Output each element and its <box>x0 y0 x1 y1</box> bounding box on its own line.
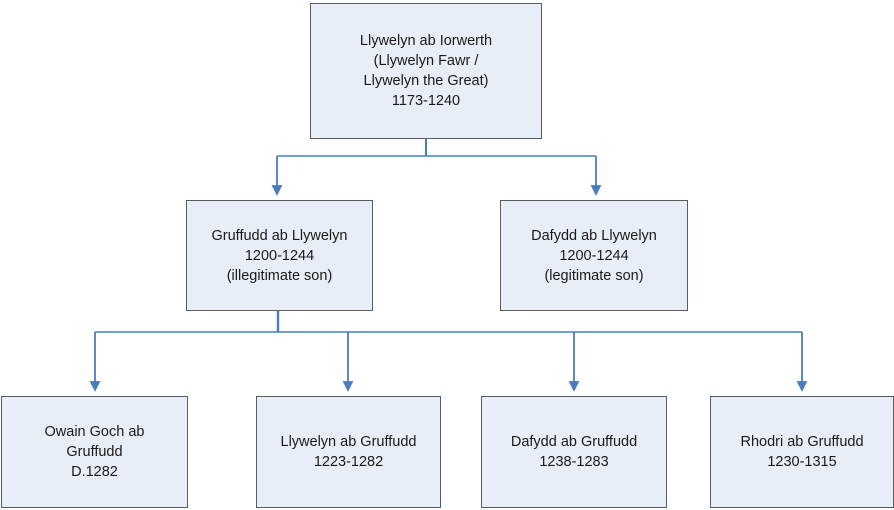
node-owain-goch-ab-gruffudd[interactable]: Owain Goch ab Gruffudd D.1282 <box>1 396 188 508</box>
node-dafydd-ab-gruffudd[interactable]: Dafydd ab Gruffudd 1238-1283 <box>481 396 667 508</box>
node-gruffudd-ab-llywelyn[interactable]: Gruffudd ab Llywelyn 1200-1244 (illegiti… <box>186 200 373 311</box>
node-dafydd-ab-llywelyn[interactable]: Dafydd ab Llywelyn 1200-1244 (legitimate… <box>500 200 688 311</box>
node-label: Dafydd ab Gruffudd 1238-1283 <box>510 434 638 470</box>
node-rhodri-ab-gruffudd[interactable]: Rhodri ab Gruffudd 1230-1315 <box>710 396 894 508</box>
node-llywelyn-ab-iorwerth[interactable]: Llywelyn ab Iorwerth (Llywelyn Fawr / Ll… <box>310 3 542 139</box>
node-label: Dafydd ab Llywelyn 1200-1244 (legitimate… <box>531 227 657 284</box>
node-label: Gruffudd ab Llywelyn 1200-1244 (illegiti… <box>211 227 348 284</box>
node-label: Owain Goch ab Gruffudd D.1282 <box>44 424 145 480</box>
node-llywelyn-ab-gruffudd[interactable]: Llywelyn ab Gruffudd 1223-1282 <box>256 396 441 508</box>
node-label: Rhodri ab Gruffudd 1230-1315 <box>740 434 864 470</box>
node-label: Llywelyn ab Iorwerth (Llywelyn Fawr / Ll… <box>359 33 493 109</box>
node-label: Llywelyn ab Gruffudd 1223-1282 <box>280 434 417 470</box>
